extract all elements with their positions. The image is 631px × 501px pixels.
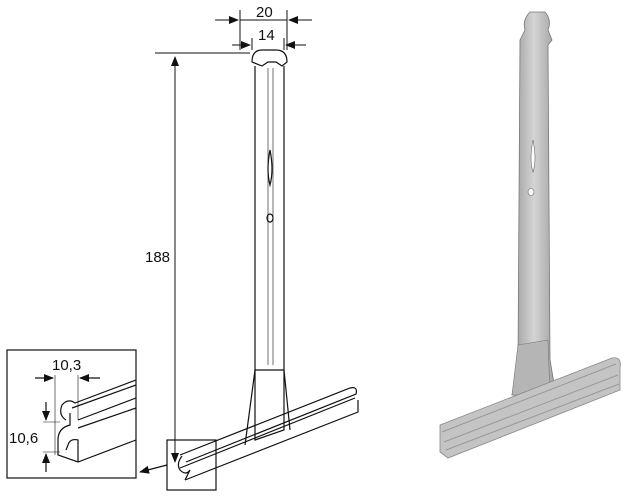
outer-width-label: 20 — [256, 4, 273, 21]
profile-height-label: 10,6 — [9, 430, 38, 447]
profile-width-label: 10,3 — [52, 357, 81, 374]
hanger-photo — [439, 11, 621, 459]
hanger-line-drawing — [177, 49, 359, 481]
inner-width-label: 14 — [258, 27, 275, 44]
height-dimension — [155, 52, 250, 463]
width-dimensions — [215, 10, 312, 50]
height-label: 188 — [145, 249, 170, 266]
profile-detail — [6, 349, 217, 491]
